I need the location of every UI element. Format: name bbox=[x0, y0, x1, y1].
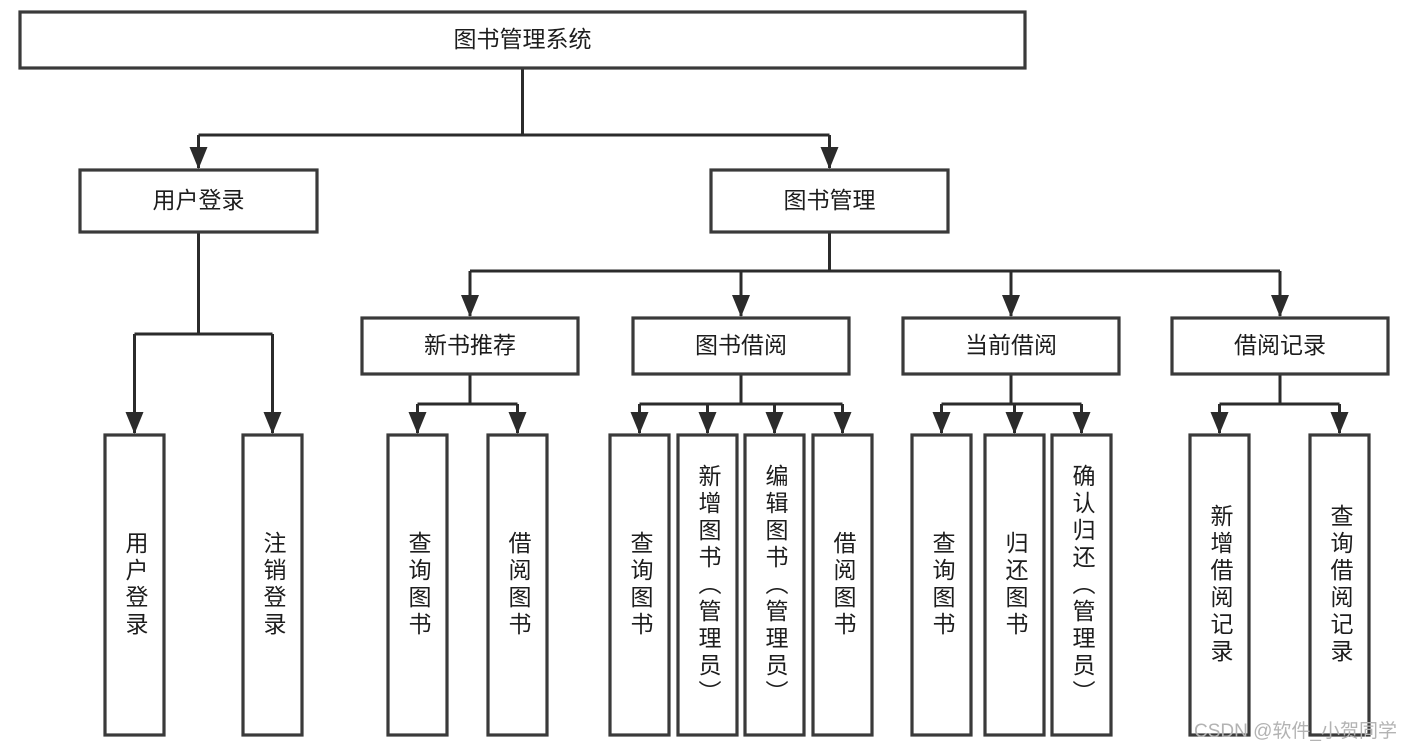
node-box-leaf-add-borrow-record[interactable] bbox=[1188, 433, 1251, 737]
arrow-head-icon bbox=[263, 412, 282, 434]
arrow-head-icon bbox=[1072, 412, 1091, 434]
arrow-head-icon bbox=[765, 412, 784, 434]
node-box-new-book-recommend[interactable] bbox=[360, 316, 580, 376]
node-box-leaf-query-borrow-record[interactable] bbox=[1308, 433, 1371, 737]
node-box-leaf-edit-book-admin[interactable] bbox=[743, 433, 806, 737]
node-box-leaf-return-book[interactable] bbox=[983, 433, 1046, 737]
node-box-leaf-query-book-1[interactable] bbox=[386, 433, 449, 737]
arrow-head-icon bbox=[732, 295, 750, 317]
arrow-head-icon bbox=[1210, 412, 1229, 434]
node-box-leaf-query-book-3[interactable] bbox=[910, 433, 973, 737]
node-box-leaf-borrow-book-2[interactable] bbox=[811, 433, 874, 737]
arrow-head-icon bbox=[932, 412, 951, 434]
node-box-user-login[interactable] bbox=[78, 168, 319, 234]
node-label-borrow-record: 借阅记录 bbox=[1234, 332, 1326, 358]
arrow-head-icon bbox=[833, 412, 852, 434]
arrow-head-icon bbox=[1002, 295, 1020, 317]
node-label-book-borrow: 图书借阅 bbox=[695, 332, 787, 358]
arrow-head-icon bbox=[820, 147, 839, 169]
node-box-book-borrow[interactable] bbox=[631, 316, 851, 376]
arrow-head-icon bbox=[125, 412, 144, 434]
arrow-head-icon bbox=[630, 412, 649, 434]
connector-edges bbox=[125, 68, 1349, 434]
arrow-head-icon bbox=[1271, 295, 1289, 317]
arrow-head-icon bbox=[408, 412, 427, 434]
node-box-leaf-borrow-book-1[interactable] bbox=[486, 433, 549, 737]
node-box-current-borrow[interactable] bbox=[901, 316, 1121, 376]
node-label-current-borrow: 当前借阅 bbox=[965, 332, 1057, 358]
node-label-user-login: 用户登录 bbox=[153, 187, 245, 213]
node-box-root[interactable] bbox=[18, 10, 1027, 70]
csdn-watermark: CSDN @软件_小贺同学 bbox=[1194, 721, 1397, 742]
node-label-new-book-recommend: 新书推荐 bbox=[424, 332, 516, 358]
arrow-head-icon bbox=[461, 295, 479, 317]
arrow-head-icon bbox=[508, 412, 527, 434]
node-box-leaf-confirm-return-admin[interactable] bbox=[1050, 433, 1113, 737]
node-label-book-manage: 图书管理 bbox=[784, 187, 876, 213]
arrow-head-icon bbox=[698, 412, 717, 434]
node-box-leaf-logout[interactable] bbox=[241, 433, 304, 737]
node-box-leaf-query-book-2[interactable] bbox=[608, 433, 671, 737]
node-label-root: 图书管理系统 bbox=[454, 26, 592, 52]
arrow-head-icon bbox=[189, 147, 208, 169]
node-box-borrow-record[interactable] bbox=[1170, 316, 1390, 376]
node-box-leaf-user-login[interactable] bbox=[103, 433, 166, 737]
arrow-head-icon bbox=[1330, 412, 1349, 434]
node-box-leaf-add-book-admin[interactable] bbox=[676, 433, 739, 737]
node-box-book-manage[interactable] bbox=[709, 168, 950, 234]
arrow-head-icon bbox=[1005, 412, 1024, 434]
node-boxes bbox=[18, 10, 1390, 737]
